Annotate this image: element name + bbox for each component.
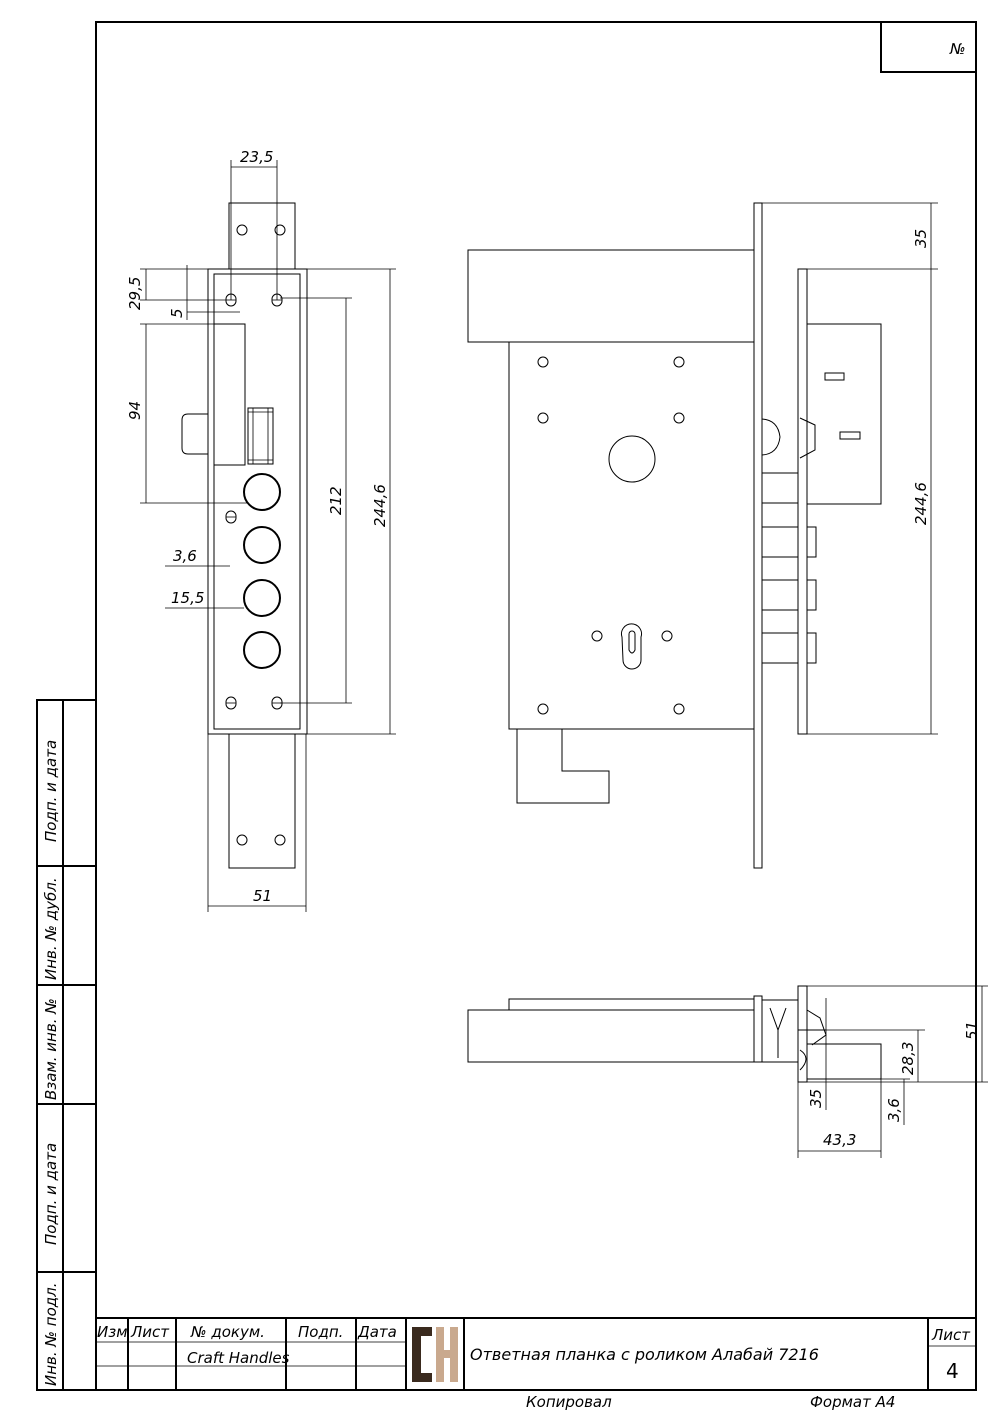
- copied-label: Копировал: [526, 1393, 612, 1411]
- sheet-number: 4: [946, 1359, 959, 1383]
- dim-front-15-5: 15,5: [171, 589, 204, 607]
- format-label: Формат А4: [810, 1393, 895, 1411]
- dim-side-244-6: 244,6: [912, 482, 930, 525]
- dim-front-5: 5: [168, 308, 186, 318]
- drawing-title: Ответная планка с роликом Алабай 7216: [470, 1345, 819, 1364]
- side-label-podp-data-2: Подп. и дата: [42, 1143, 60, 1245]
- sheet-label: Лист: [931, 1326, 971, 1344]
- dim-front-3-6: 3,6: [173, 547, 197, 565]
- side-label-inv-dubl: Инв. № дубл.: [42, 877, 60, 980]
- dim-top-43-3: 43,3: [823, 1131, 856, 1149]
- side-stamp-column: Подп. и дата Инв. № дубл. Взам. инв. № П…: [36, 699, 97, 1391]
- header-podp: Подп.: [298, 1323, 343, 1341]
- drawing-frame: №: [95, 21, 977, 1391]
- ch-logo: [412, 1327, 458, 1382]
- header-doc-no: № докум.: [190, 1323, 265, 1341]
- dim-front-29-5: 29,5: [126, 277, 144, 310]
- header-izm: Изм: [97, 1323, 128, 1341]
- side-view: 35 244,6: [467, 202, 938, 869]
- dim-top-28-3: 28,3: [899, 1042, 917, 1075]
- dim-front-94: 94: [126, 401, 144, 420]
- dim-front-23-5: 23,5: [240, 148, 273, 166]
- dim-top-51: 51: [963, 1021, 981, 1040]
- dim-front-244-6: 244,6: [371, 484, 389, 527]
- front-view: 23,5 29,5 5 94 212 244,6 3,6 15,5 51: [126, 148, 396, 912]
- header-list: Лист: [130, 1323, 170, 1341]
- dim-top-3-6: 3,6: [885, 1098, 903, 1122]
- dim-top-35: 35: [807, 1089, 825, 1108]
- dim-side-35: 35: [912, 229, 930, 248]
- author-name: Craft Handles: [187, 1349, 290, 1367]
- side-label-podp-data-1: Подп. и дата: [42, 740, 60, 842]
- top-view: 51 28,3 35 3,6 43,3: [467, 985, 988, 1158]
- number-sign: №: [949, 40, 966, 58]
- side-label-inv-podl: Инв. № подл.: [42, 1283, 60, 1386]
- dim-front-51: 51: [253, 887, 272, 905]
- dim-front-212: 212: [327, 486, 345, 515]
- title-block: Изм Лист № докум. Подп. Дата Craft Handl…: [96, 1317, 976, 1411]
- header-data: Дата: [357, 1323, 397, 1341]
- side-label-vzam-inv: Взам. инв. №: [42, 998, 60, 1100]
